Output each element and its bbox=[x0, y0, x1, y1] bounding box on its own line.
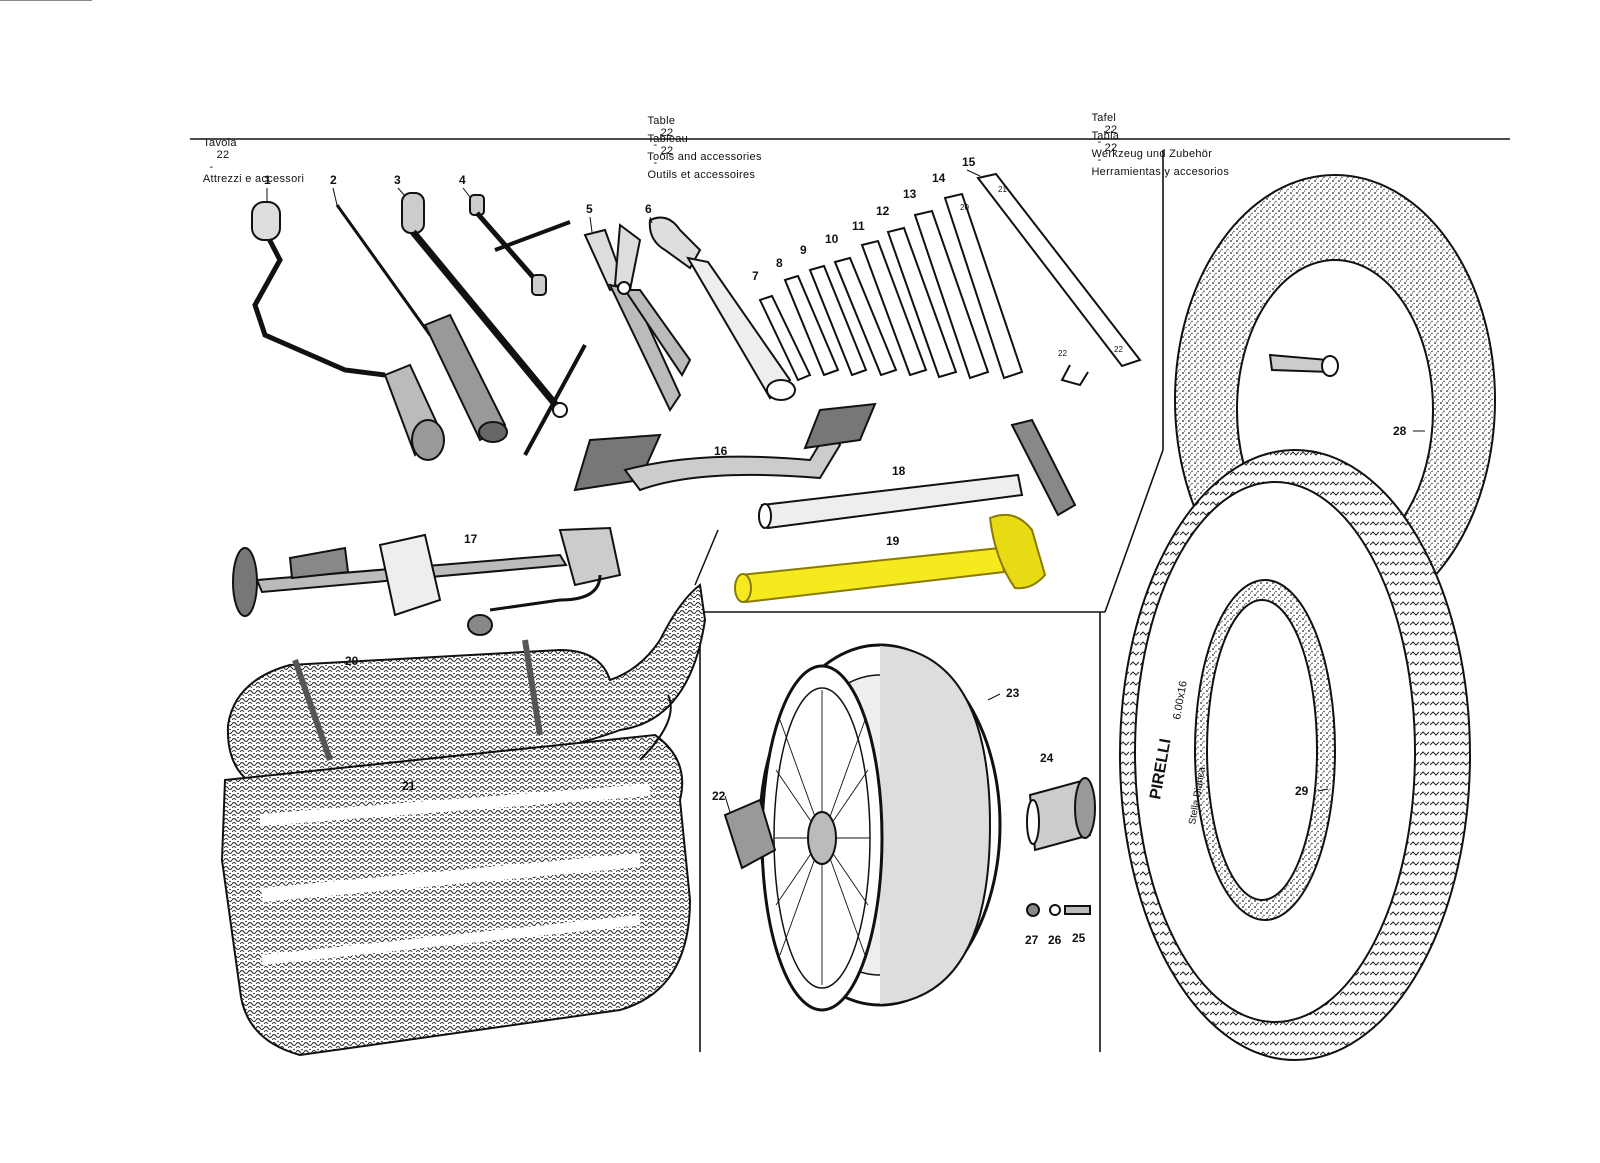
header-english-number: 22 bbox=[660, 127, 674, 139]
callout-6: 6 bbox=[645, 202, 652, 216]
callout-24: 24 bbox=[1040, 751, 1054, 765]
header-italian: Tavola 22 - Attrezzi e accessori bbox=[190, 125, 304, 197]
callout-12: 12 bbox=[876, 204, 890, 218]
header-german-word: Tafel bbox=[1091, 112, 1117, 124]
header-french-text: Outils et accessoires bbox=[647, 169, 756, 181]
header-english: Table 22 - Tools and accessories bbox=[634, 103, 762, 175]
callout-8: 8 bbox=[776, 256, 783, 270]
callout-4: 4 bbox=[459, 173, 466, 187]
header-italian-word: Tavola bbox=[203, 137, 237, 149]
wrench-size-stamps: 20 21 22 22 bbox=[960, 185, 1123, 358]
header-dash: - bbox=[209, 161, 214, 173]
part-24-hub bbox=[1026, 777, 1096, 852]
callout-20: 20 bbox=[345, 654, 359, 668]
callout-17: 17 bbox=[464, 532, 478, 546]
callout-27: 27 bbox=[1025, 933, 1039, 947]
part-6-adjustable-wrench bbox=[648, 216, 796, 401]
callout-26: 26 bbox=[1048, 933, 1062, 947]
callout-23: 23 bbox=[1006, 686, 1020, 700]
callout-28: 28 bbox=[1393, 424, 1407, 438]
header-german: Tafel 22 - Werkzeug und Zubehör bbox=[1078, 100, 1212, 172]
part-28-inner-tube bbox=[1174, 174, 1496, 626]
part-18-hammer bbox=[758, 418, 1077, 530]
header-italian-text: Attrezzi e accessori bbox=[202, 173, 305, 185]
callout-11: 11 bbox=[852, 219, 865, 233]
callout-9: 9 bbox=[800, 243, 807, 257]
callout-labels: 1 2 3 4 5 6 7 8 9 10 11 12 13 14 15 16 1… bbox=[264, 155, 1407, 947]
part-5-pliers bbox=[583, 223, 692, 413]
header-english-word: Table bbox=[647, 115, 676, 127]
wrench-size-stamp: 21 bbox=[998, 185, 1007, 194]
page-rules bbox=[0, 0, 1510, 1052]
callout-5: 5 bbox=[586, 202, 593, 216]
callout-21: 21 bbox=[402, 779, 416, 793]
header-german-number: 22 bbox=[1104, 124, 1118, 136]
part-4-t-wrench bbox=[469, 194, 571, 296]
callout-10: 10 bbox=[825, 232, 839, 246]
part-16-lever bbox=[573, 402, 877, 492]
wrench-size-stamp: 22 bbox=[1058, 349, 1067, 358]
header-dash: - bbox=[1097, 154, 1102, 166]
header-dash: - bbox=[653, 139, 658, 151]
part-23-wire-wheel bbox=[723, 643, 1002, 1012]
header-english-text: Tools and accessories bbox=[647, 151, 762, 163]
callout-18: 18 bbox=[892, 464, 906, 478]
wrench-size-stamp: 20 bbox=[960, 203, 969, 212]
callout-13: 13 bbox=[903, 187, 917, 201]
callout-7: 7 bbox=[752, 269, 759, 283]
callout-25: 25 bbox=[1072, 931, 1086, 945]
header-german-text: Werkzeug und Zubehör bbox=[1091, 148, 1213, 160]
parts-25-27-fasteners bbox=[1026, 903, 1091, 917]
callout-3: 3 bbox=[394, 173, 401, 187]
part-19-mallet-highlighted bbox=[734, 514, 1047, 604]
callout-15: 15 bbox=[962, 155, 976, 169]
part-1-wheel-brace bbox=[251, 201, 445, 461]
callout-leaders bbox=[266, 169, 1425, 813]
part-17-jack bbox=[232, 526, 622, 636]
part-21-tool-bag bbox=[220, 694, 692, 1057]
header-spanish-text: Herramientas y accesorios bbox=[1091, 166, 1230, 178]
header-french-number: 22 bbox=[660, 145, 674, 157]
part-2-screwdriver bbox=[335, 204, 508, 443]
callout-22: 22 bbox=[712, 789, 726, 803]
callout-14: 14 bbox=[932, 171, 946, 185]
header-spanish-number: 22 bbox=[1104, 142, 1118, 154]
callout-16: 16 bbox=[714, 444, 728, 458]
callout-19: 19 bbox=[886, 534, 900, 548]
header-dash: - bbox=[1097, 136, 1102, 148]
header-italian-number: 22 bbox=[216, 149, 230, 161]
callout-29: 29 bbox=[1295, 784, 1309, 798]
header-dash: - bbox=[653, 157, 658, 169]
callout-2: 2 bbox=[330, 173, 337, 187]
wrench-size-stamp: 22 bbox=[1114, 345, 1123, 354]
callout-1: 1 bbox=[264, 173, 271, 187]
part-3-tube-spanner bbox=[401, 192, 587, 456]
open-end-spanners bbox=[758, 172, 1142, 387]
part-29-tyre: PIRELLI 6.00x16 Stella Bianca bbox=[1119, 449, 1471, 1061]
